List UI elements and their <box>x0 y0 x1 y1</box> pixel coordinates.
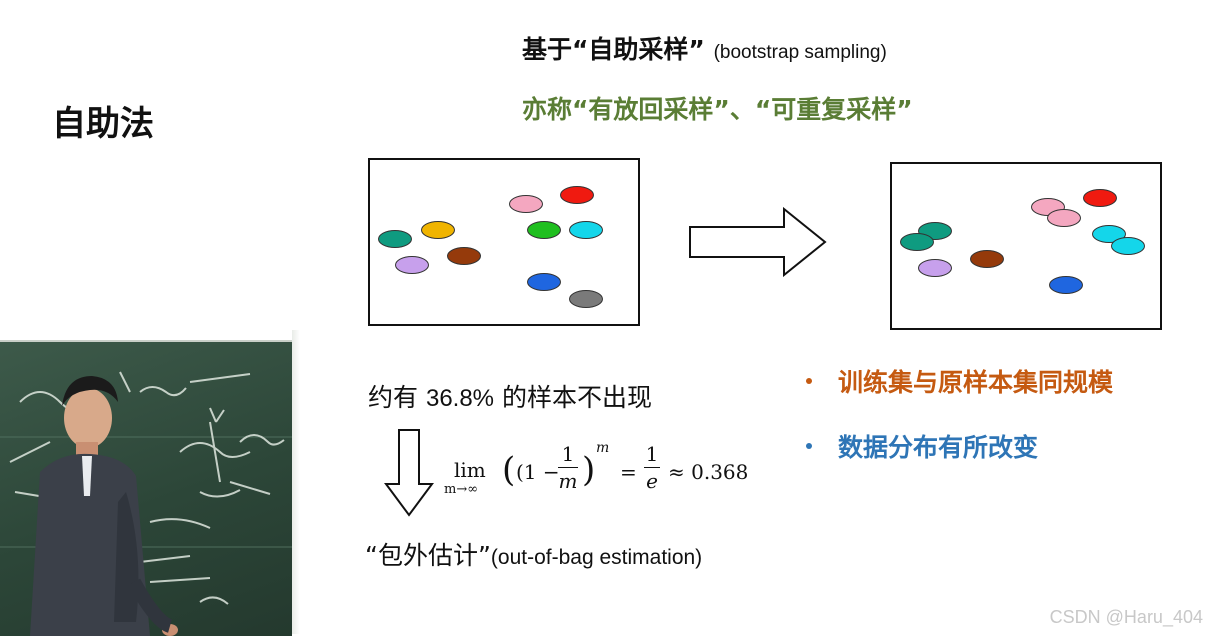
formula-lim: lim <box>454 458 486 482</box>
stat-value: 36.8% <box>425 385 495 412</box>
watermark: CSDN @Haru_404 <box>1049 607 1203 627</box>
arrow-down-icon <box>384 429 434 517</box>
original-sample-set-box <box>368 158 640 326</box>
formula-paren-open: ( <box>502 450 516 490</box>
subtitle-alias: 亦称“有放回采样”、“可重复采样” <box>522 95 913 124</box>
formula-paren-close: ) <box>582 450 596 490</box>
bullet-text: 训练集与原样本集同规模 <box>838 368 1114 397</box>
lecture-video-inset <box>0 340 292 636</box>
subtitle-en-text: (bootstrap sampling) <box>713 42 887 63</box>
bullet-distribution-change: 数据分布有所改变 <box>806 428 1038 464</box>
oob-en-text: (out-of-bag estimation) <box>490 546 703 569</box>
oob-cn-text: “包外估计” <box>365 541 491 570</box>
stat-prefix: 约有 <box>368 383 419 412</box>
formula-one-minus: (1 − <box>516 460 560 484</box>
sample-ball <box>1049 276 1083 294</box>
formula-equals: = <box>620 460 637 484</box>
slide-title: 自助法 <box>52 104 154 144</box>
formula-numerator-1: 1 <box>561 442 575 466</box>
lecturer-figure <box>30 376 178 636</box>
out-of-bag-estimation-text: “包外估计”(out-of-bag estimation) <box>365 536 702 572</box>
bullet-dot-icon <box>806 443 812 449</box>
sample-ball <box>1111 237 1145 255</box>
sample-ball <box>560 186 594 204</box>
sample-ball <box>900 233 934 251</box>
fraction-bar <box>558 467 578 468</box>
bullet-dot-icon <box>806 378 812 384</box>
stat-suffix: 的样本不出现 <box>501 383 652 412</box>
sample-ball <box>1083 189 1117 207</box>
formula-numerator-1: 1 <box>645 442 659 466</box>
sample-ball <box>527 273 561 291</box>
sample-ball <box>509 195 543 213</box>
bootstrap-sample-set-box <box>890 162 1162 330</box>
formula-frac-1-over-m: 1 m <box>558 442 578 493</box>
sample-ball <box>1047 209 1081 227</box>
sample-ball <box>527 221 561 239</box>
formula-exponent-m: m <box>596 440 610 456</box>
sample-ball <box>918 259 952 277</box>
limit-formula: lim m→∞ ( (1 − 1 m ) m = 1 e ≈ 0.368 <box>442 440 762 500</box>
bullet-same-size: 训练集与原样本集同规模 <box>806 363 1113 399</box>
video-frame-edge <box>292 330 300 634</box>
formula-denominator-e: e <box>646 469 658 493</box>
bullet-text: 数据分布有所改变 <box>838 433 1039 462</box>
formula-approx-value: ≈ 0.368 <box>668 460 749 484</box>
sample-ball <box>569 221 603 239</box>
subtitle-bootstrap-sampling: 基于“自助采样” (bootstrap sampling) <box>522 30 887 66</box>
sample-ball <box>421 221 455 239</box>
sample-ball <box>970 250 1004 268</box>
subtitle-cn-text: 基于“自助采样” <box>522 35 705 64</box>
sample-ball <box>447 247 481 265</box>
formula-lim-sub: m→∞ <box>444 482 479 497</box>
missing-sample-ratio-text: 约有 36.8% 的样本不出现 <box>368 378 652 414</box>
chalkboard-with-lecturer-image <box>0 371 292 636</box>
sample-ball <box>569 290 603 308</box>
arrow-right-icon <box>689 207 827 277</box>
formula-denominator-m: m <box>558 469 578 493</box>
formula-frac-1-over-e: 1 e <box>644 442 660 493</box>
sample-ball <box>378 230 412 248</box>
sample-ball <box>395 256 429 274</box>
fraction-bar <box>644 467 660 468</box>
